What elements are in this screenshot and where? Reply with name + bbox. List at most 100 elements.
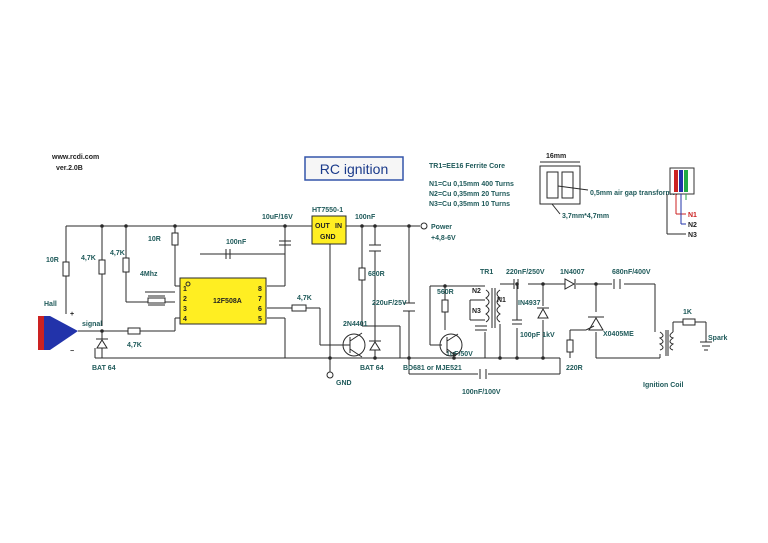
svg-text:BAT 64: BAT 64 [360, 365, 384, 372]
capacitor-c2: 10uF/16V [262, 214, 293, 246]
hall-sensor: Hall + − signal [38, 301, 102, 355]
svg-text:2: 2 [183, 296, 187, 303]
core-width-label: 16mm [546, 153, 566, 160]
n3-spec: N3=Cu 0,35mm 10 Turns [429, 201, 510, 208]
capacitor-c7: 100pF 1kV [512, 319, 555, 339]
resistor-r7: 680R [358, 267, 385, 281]
svg-text:4: 4 [183, 316, 187, 323]
svg-text:4,7K: 4,7K [110, 250, 125, 257]
capacitor-c8: 680nF/400V [612, 269, 651, 289]
svg-text:GND: GND [336, 380, 352, 387]
svg-text:10R: 10R [148, 236, 161, 243]
transistor-bd681: BD681 or MJE521 [403, 333, 463, 372]
transformer-tr1: TR1 N2 N3 N1 [472, 269, 506, 328]
svg-text:N2: N2 [472, 288, 481, 295]
resistor-r1: 10R [46, 257, 70, 277]
svg-text:100pF 1kV: 100pF 1kV [520, 332, 555, 339]
svg-text:IN4937: IN4937 [518, 300, 541, 307]
capacitor-c5: 1uF/50V [446, 325, 487, 358]
svg-text:Spark: Spark [708, 335, 728, 342]
gnd-terminal: GND [336, 380, 352, 387]
transformer-spec: TR1=EE16 Ferrite Core N1=Cu 0,15mm 400 T… [429, 163, 514, 208]
crystal-4mhz: 4Mhz [140, 271, 175, 306]
diode-in4937: IN4937 [518, 300, 549, 319]
svg-text:IN: IN [335, 223, 342, 230]
winding-n1-label: N1 [688, 212, 697, 219]
svg-text:GND: GND [320, 234, 336, 241]
svg-text:4,7K: 4,7K [127, 342, 142, 349]
diode-1n4007: 1N4007 [560, 269, 585, 290]
title-box: RC ignition [304, 156, 404, 181]
resistor-r4: 10R [148, 232, 179, 246]
svg-text:1: 1 [183, 286, 187, 293]
spark-plug: Spark [700, 335, 728, 351]
diagram-title: RC ignition [320, 161, 388, 177]
svg-text:220nF/250V: 220nF/250V [506, 269, 545, 276]
svg-text:1N4007: 1N4007 [560, 269, 585, 276]
svg-text:5: 5 [258, 316, 262, 323]
svg-text:100nF/100V: 100nF/100V [462, 389, 501, 396]
pic-12f508a: 12F508A 1 2 3 4 8 7 6 5 [179, 277, 267, 325]
svg-text:220uF/25V: 220uF/25V [372, 300, 407, 307]
ignition-coil: Ignition Coil [643, 330, 683, 389]
svg-text:4,7K: 4,7K [297, 295, 312, 302]
svg-text:680nF/400V: 680nF/400V [612, 269, 651, 276]
power-terminal: Power +4,8-6V [431, 224, 456, 242]
core-drawing: 16mm 0,5mm air gap transformer 3,7mm*4,7… [539, 153, 679, 220]
n1-spec: N1=Cu 0,15mm 400 Turns [429, 181, 514, 188]
winding-picture: N1 N2 N3 [666, 167, 697, 239]
svg-text:100nF: 100nF [226, 239, 247, 246]
capacitor-c1: 100nF [225, 239, 247, 259]
svg-text:BAT 64: BAT 64 [92, 365, 116, 372]
n2-spec: N2=Cu 0,35mm 20 Turns [429, 191, 510, 198]
svg-text:100nF: 100nF [355, 214, 376, 221]
svg-text:10uF/16V: 10uF/16V [262, 214, 293, 221]
version-text: ver.2.0B [56, 165, 83, 172]
svg-text:OUT: OUT [315, 223, 331, 230]
svg-text:7: 7 [258, 296, 262, 303]
scr-x0405me: X0405ME [585, 316, 634, 338]
svg-text:BD681 or MJE521: BD681 or MJE521 [403, 365, 462, 372]
capacitor-c9: 100nF/100V [462, 369, 501, 396]
resistor-r9: 220R [566, 339, 583, 372]
capacitor-c3: 100nF [355, 214, 381, 252]
svg-text:2N4401: 2N4401 [343, 321, 368, 328]
svg-text:560R: 560R [437, 289, 454, 296]
site-url: www.rcdi.com [51, 154, 99, 161]
core-spec: TR1=EE16 Ferrite Core [429, 163, 505, 170]
signal-label: signal [82, 321, 102, 328]
airgap-label: 0,5mm air gap transformer [590, 190, 679, 197]
regulator-ht7550: HT7550-1 OUT IN GND [311, 207, 347, 245]
svg-text:Power: Power [431, 224, 452, 231]
resistor-r2: 4,7K [81, 255, 106, 275]
diode-bat64-1: BAT 64 [92, 331, 116, 372]
svg-text:Ignition Coil: Ignition Coil [643, 382, 683, 389]
svg-text:1K: 1K [683, 309, 692, 316]
svg-text:4,7K: 4,7K [81, 255, 96, 262]
transistor-2n4401: 2N4401 [342, 321, 368, 358]
resistor-r3: 4,7K [110, 250, 130, 273]
resistor-r10: 1K [682, 309, 696, 326]
svg-text:X0405ME: X0405ME [603, 331, 634, 338]
svg-text:N3: N3 [472, 308, 481, 315]
svg-text:4Mhz: 4Mhz [140, 271, 158, 278]
svg-text:+4,8-6V: +4,8-6V [431, 235, 456, 242]
svg-text:680R: 680R [368, 271, 385, 278]
wiring [65, 222, 707, 379]
core-size-label: 3,7mm*4,7mm [562, 213, 609, 220]
hall-plus: + [70, 311, 74, 318]
svg-text:6: 6 [258, 306, 262, 313]
capacitor-c6: 220nF/250V [506, 269, 545, 289]
diode-bat64-2: BAT 64 [360, 340, 384, 372]
svg-text:1uF/50V: 1uF/50V [446, 351, 473, 358]
svg-text:220R: 220R [566, 365, 583, 372]
svg-text:TR1: TR1 [480, 269, 493, 276]
resistor-r5: 4,7K [127, 327, 142, 349]
regulator-name: HT7550-1 [312, 207, 343, 214]
svg-text:N1: N1 [497, 297, 506, 304]
resistor-r8: 560R [437, 289, 454, 313]
winding-n3-label: N3 [688, 232, 697, 239]
svg-text:8: 8 [258, 286, 262, 293]
winding-n2-label: N2 [688, 222, 697, 229]
